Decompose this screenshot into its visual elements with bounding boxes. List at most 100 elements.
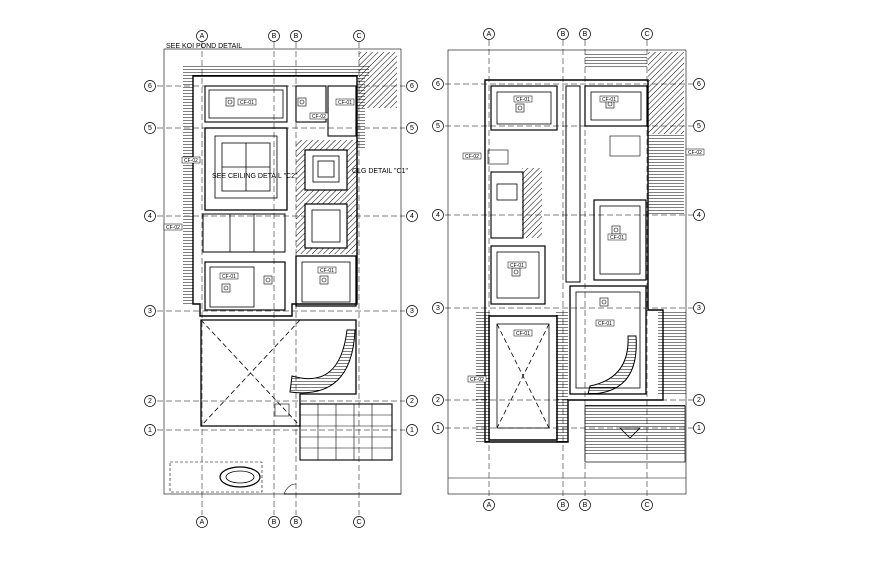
grid-col-bubble: C bbox=[644, 502, 649, 509]
svg-text:CF-02: CF-02 bbox=[465, 154, 479, 160]
grid-row-bubble-circle bbox=[406, 424, 418, 436]
left-room-bed1 bbox=[204, 261, 286, 311]
grid-row-bubble: 4 bbox=[436, 212, 440, 219]
grid-col-bubble: B bbox=[272, 519, 277, 526]
right-hatched-lower-right bbox=[658, 310, 686, 394]
grid-row-bubble-circle bbox=[432, 302, 444, 314]
grid-row-bubble-circle bbox=[693, 209, 705, 221]
right-room-c bbox=[490, 171, 524, 239]
grid-col-bubble-circle bbox=[353, 30, 365, 42]
grid-row-bubble: 1 bbox=[148, 427, 152, 434]
grid-row-bubble: 5 bbox=[697, 123, 701, 130]
grid-col-bubble-circle bbox=[196, 30, 208, 42]
right-room-b bbox=[584, 85, 648, 127]
left-hatched-wall-top bbox=[183, 64, 369, 76]
left-room-living bbox=[204, 127, 288, 211]
grid-row-bubble-circle bbox=[693, 302, 705, 314]
grid-col-bubble-circle bbox=[290, 516, 302, 528]
grid-row-bubble-circle bbox=[406, 305, 418, 317]
right-hatched-core bbox=[522, 168, 542, 238]
right-fixtures bbox=[487, 99, 641, 307]
grid-col-bubble: A bbox=[487, 31, 492, 38]
right-room-a bbox=[490, 85, 558, 131]
grid-row-bubble: 3 bbox=[697, 305, 701, 312]
grid-row-bubble-circle bbox=[144, 395, 156, 407]
grid-col-bubble: B bbox=[561, 31, 566, 38]
right-entry-arrow bbox=[619, 427, 641, 439]
left-hatched-wall-left bbox=[183, 64, 193, 304]
right-room-d bbox=[593, 199, 647, 281]
left-curved-stair bbox=[289, 329, 356, 394]
grid-row-bubble-circle bbox=[406, 210, 418, 222]
grid-row-bubble: 3 bbox=[148, 308, 152, 315]
left-koi-pond bbox=[219, 466, 261, 488]
left-coffered-ceiling bbox=[214, 135, 278, 199]
grid-col-bubble: C bbox=[644, 31, 649, 38]
left-grid-rows bbox=[157, 85, 405, 431]
grid-row-bubble-circle bbox=[144, 210, 156, 222]
grid-row-bubble-circle bbox=[144, 122, 156, 134]
grid-col-bubble: B bbox=[294, 33, 299, 40]
grid-col-bubble-circle bbox=[579, 28, 591, 40]
svg-text:CF-01: CF-01 bbox=[516, 331, 530, 337]
grid-row-bubble: 2 bbox=[436, 397, 440, 404]
svg-text:CF-02: CF-02 bbox=[166, 225, 180, 231]
grid-row-bubble: 6 bbox=[436, 81, 440, 88]
right-room-f bbox=[569, 285, 647, 395]
grid-row-bubble-circle bbox=[693, 78, 705, 90]
grid-row-bubble-circle bbox=[406, 80, 418, 92]
left-room-c bbox=[304, 149, 348, 191]
svg-text:CF-01: CF-01 bbox=[602, 97, 616, 103]
grid-row-bubble-circle bbox=[432, 209, 444, 221]
right-corridor bbox=[565, 85, 581, 283]
left-room-b2 bbox=[327, 85, 357, 137]
grid-col-bubble-circle bbox=[483, 499, 495, 511]
grid-row-bubble-circle bbox=[406, 122, 418, 134]
grid-row-bubble: 4 bbox=[148, 213, 152, 220]
svg-text:CF-01: CF-01 bbox=[240, 100, 254, 106]
grid-col-bubble-circle bbox=[353, 516, 365, 528]
grid-row-bubble: 4 bbox=[697, 212, 701, 219]
ceiling-c1-note: CLG DETAIL "C1" bbox=[352, 168, 408, 175]
svg-text:CF-01: CF-01 bbox=[222, 274, 236, 280]
left-site-boundary bbox=[163, 48, 402, 495]
grid-col-bubble: C bbox=[356, 519, 361, 526]
svg-text:CF-02: CF-02 bbox=[688, 150, 702, 156]
svg-text:CF-02: CF-02 bbox=[470, 377, 484, 383]
grid-row-bubble-circle bbox=[432, 120, 444, 132]
grid-row-bubble: 4 bbox=[410, 213, 414, 220]
grid-col-bubble: B bbox=[561, 502, 566, 509]
grid-row-bubble: 2 bbox=[410, 398, 414, 405]
left-building-outline bbox=[192, 75, 358, 317]
grid-row-bubble-circle bbox=[144, 424, 156, 436]
left-room-b bbox=[295, 85, 327, 123]
ceiling-c2-note: SEE CEILING DETAIL "C2" bbox=[212, 173, 298, 180]
grid-col-bubble-circle bbox=[290, 30, 302, 42]
grid-col-bubble-circle bbox=[641, 499, 653, 511]
grid-col-bubble-circle bbox=[557, 499, 569, 511]
grid-col-bubble-circle bbox=[268, 516, 280, 528]
grid-row-bubble-circle bbox=[693, 120, 705, 132]
grid-col-bubble: A bbox=[200, 33, 205, 40]
grid-row-bubble-circle bbox=[406, 395, 418, 407]
grid-col-bubble-circle bbox=[641, 28, 653, 40]
right-room-e bbox=[490, 245, 546, 305]
svg-text:CF-01: CF-01 bbox=[320, 268, 334, 274]
svg-text:CF-01: CF-01 bbox=[338, 100, 352, 106]
right-hatched-roof-corner bbox=[648, 52, 684, 134]
grid-row-bubble: 3 bbox=[410, 308, 414, 315]
grid-row-bubble: 6 bbox=[410, 83, 414, 90]
grid-col-bubble: B bbox=[583, 502, 588, 509]
svg-text:CF-01: CF-01 bbox=[516, 97, 530, 103]
right-hatched-roof-top bbox=[585, 52, 647, 68]
right-curved-stair bbox=[587, 335, 637, 395]
grid-col-bubble: A bbox=[200, 519, 205, 526]
grid-row-bubble: 5 bbox=[410, 125, 414, 132]
grid-row-bubble: 2 bbox=[148, 398, 152, 405]
left-fixtures bbox=[221, 97, 329, 417]
grid-row-bubble-circle bbox=[693, 394, 705, 406]
left-room-bath bbox=[202, 213, 286, 253]
koi-pond-note: SEE KOI POND DETAIL bbox=[166, 43, 242, 50]
grid-row-bubble-circle bbox=[432, 422, 444, 434]
left-entry-deck bbox=[299, 403, 393, 461]
